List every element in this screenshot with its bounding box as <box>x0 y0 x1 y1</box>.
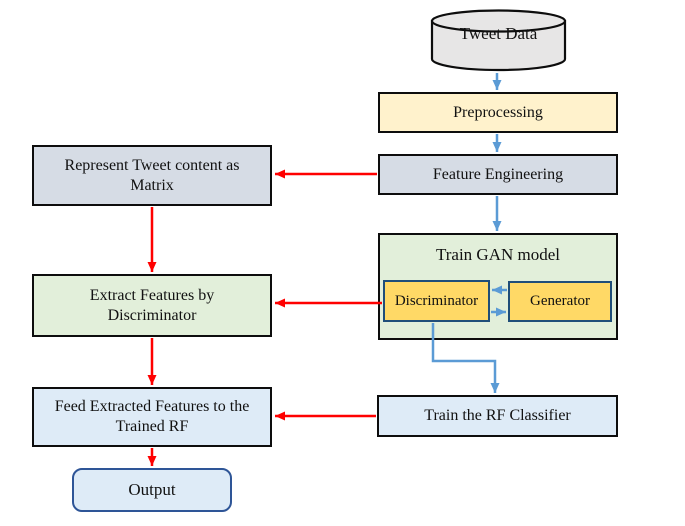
node-feature-engineering: Feature Engineering <box>378 154 618 195</box>
node-extract-features: Extract Features by Discriminator <box>32 274 272 337</box>
node-train-rf-classifier-label: Train the RF Classifier <box>424 407 571 424</box>
node-discriminator-label: Discriminator <box>394 292 479 309</box>
node-output: Output <box>72 468 232 512</box>
node-train-rf-classifier: Train the RF Classifier <box>377 395 618 437</box>
node-feed-features: Feed Extracted Features to the Trained R… <box>32 387 272 447</box>
node-discriminator: Discriminator <box>383 280 490 322</box>
node-feed-features-label: Feed Extracted Features to the Trained R… <box>54 398 250 435</box>
node-tweet-data-label: Tweet Data <box>459 24 538 43</box>
node-preprocessing-label: Preprocessing <box>453 103 543 121</box>
node-preprocessing: Preprocessing <box>378 92 618 133</box>
node-represent-matrix: Represent Tweet content as Matrix <box>32 145 272 206</box>
node-output-label: Output <box>128 480 176 500</box>
node-represent-matrix-label: Represent Tweet content as Matrix <box>64 156 240 194</box>
node-feature-engineering-label: Feature Engineering <box>432 165 564 183</box>
database-cylinder-icon <box>430 9 567 72</box>
node-tweet-data: Tweet Data <box>430 8 567 72</box>
node-generator: Generator <box>508 281 612 322</box>
node-train-gan-label: Train GAN model <box>435 245 561 264</box>
node-generator-label: Generator <box>530 293 590 310</box>
node-extract-features-label: Extract Features by Discriminator <box>89 286 215 324</box>
